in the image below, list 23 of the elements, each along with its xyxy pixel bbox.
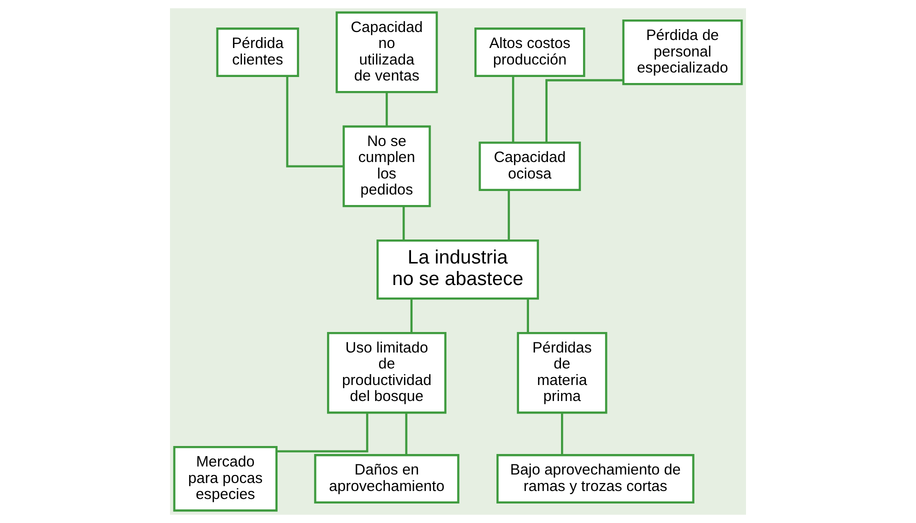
connector [402, 206, 405, 240]
node-box: Bajo aprovechamiento de ramas y trozas cortas [496, 454, 694, 504]
connector [410, 298, 413, 334]
node-box: Capacidad no utilizada de ventas [336, 11, 438, 94]
connector [561, 412, 564, 455]
connector [386, 92, 388, 126]
connector [508, 190, 510, 240]
connector [286, 76, 344, 168]
node-box: Mercado para pocas especies [173, 446, 278, 512]
node-box: No se cumplen los pedidos [342, 125, 431, 208]
connector [512, 76, 514, 142]
connector [526, 298, 529, 334]
connector [545, 79, 624, 142]
connector [276, 413, 368, 452]
node-box: Pérdida clientes [216, 28, 300, 78]
node-box: Capacidad ociosa [478, 142, 581, 192]
node-box: La industria no se abastece [376, 239, 539, 300]
node-box: Altos costos producción [474, 28, 586, 78]
node-box: Pérdida de personal especializado [622, 19, 743, 86]
connector [405, 412, 408, 455]
node-box: Uso limitado de productividad del bosque [327, 332, 446, 414]
node-box: Daños en aprovechamiento [314, 454, 460, 504]
node-box: Pérdidas de materia prima [516, 332, 608, 414]
